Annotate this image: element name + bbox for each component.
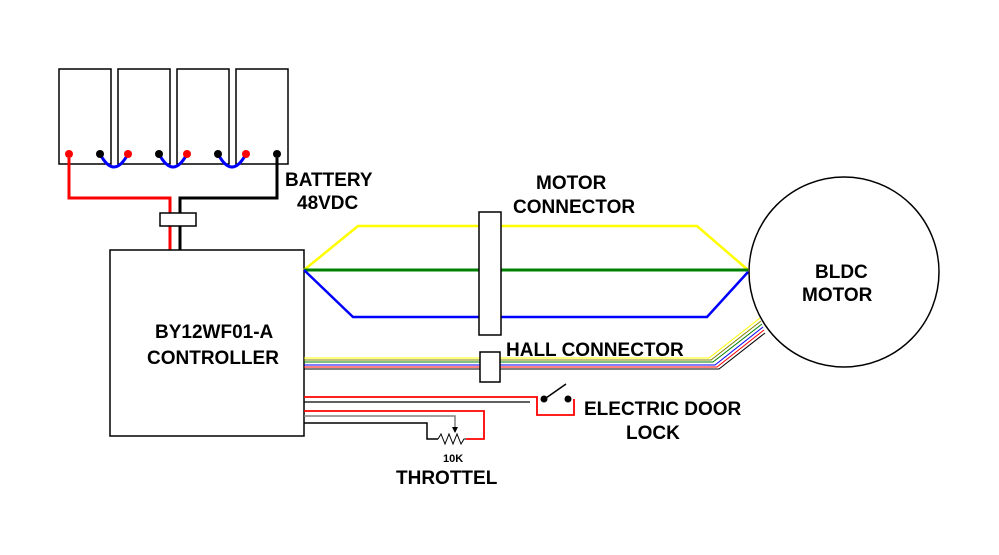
controller-label-2: CONTROLLER [147, 348, 279, 369]
series-jumper-2 [157, 153, 189, 169]
battery-pack [58, 68, 289, 169]
phase-wire-yellow [303, 224, 749, 271]
door-lock-wire-red [304, 396, 575, 416]
series-jumper-3 [216, 153, 248, 169]
controller-box [109, 249, 305, 437]
battery-cell-2 [117, 68, 171, 165]
throttle-wire-gray [304, 415, 456, 432]
battery-cell-1 [58, 68, 112, 165]
motor-connector-label-1: MOTOR [536, 173, 607, 194]
door-lock-label-1: ELECTRIC DOOR [584, 399, 742, 420]
battery-label: BATTERY [285, 170, 373, 191]
terminal-positive [65, 150, 73, 158]
motor-connector-label-2: CONNECTOR [513, 197, 635, 218]
switch-contact [564, 395, 572, 403]
hall-connector [479, 351, 501, 383]
potentiometer-value-label: 10K [443, 453, 463, 465]
positive-wire [67, 158, 172, 250]
inline-fuse [159, 212, 197, 227]
terminal-positive [242, 150, 250, 158]
battery-cell-3 [176, 68, 230, 165]
terminal-negative [96, 150, 104, 158]
terminal-negative [155, 150, 163, 158]
throttle-label: THROTTEL [396, 468, 498, 489]
throttle-wire-red [304, 410, 485, 440]
motor-label-2: MOTOR [802, 285, 873, 306]
battery-voltage-label: 48VDC [297, 193, 359, 214]
controller-label-1: BY12WF01-A [155, 322, 274, 343]
potentiometer-wiper [452, 427, 458, 433]
series-jumper-1 [98, 153, 130, 169]
terminal-positive [124, 150, 132, 158]
door-lock-label-2: LOCK [626, 423, 680, 444]
switch-contact [540, 395, 548, 403]
motor-label-1: BLDC [815, 262, 868, 283]
throttle-wire-black [304, 422, 438, 440]
motor-connector [478, 211, 502, 336]
phase-wire-blue [303, 269, 749, 319]
switch-lever [545, 383, 567, 399]
terminal-negative [273, 150, 281, 158]
bldc-motor [748, 176, 940, 368]
potentiometer [437, 432, 466, 446]
terminal-negative [214, 150, 222, 158]
battery-cell-4 [235, 68, 289, 165]
negative-wire [178, 158, 279, 250]
hall-connector-label: HALL CONNECTOR [506, 340, 684, 361]
hall-wires [304, 317, 766, 370]
terminal-positive [183, 150, 191, 158]
